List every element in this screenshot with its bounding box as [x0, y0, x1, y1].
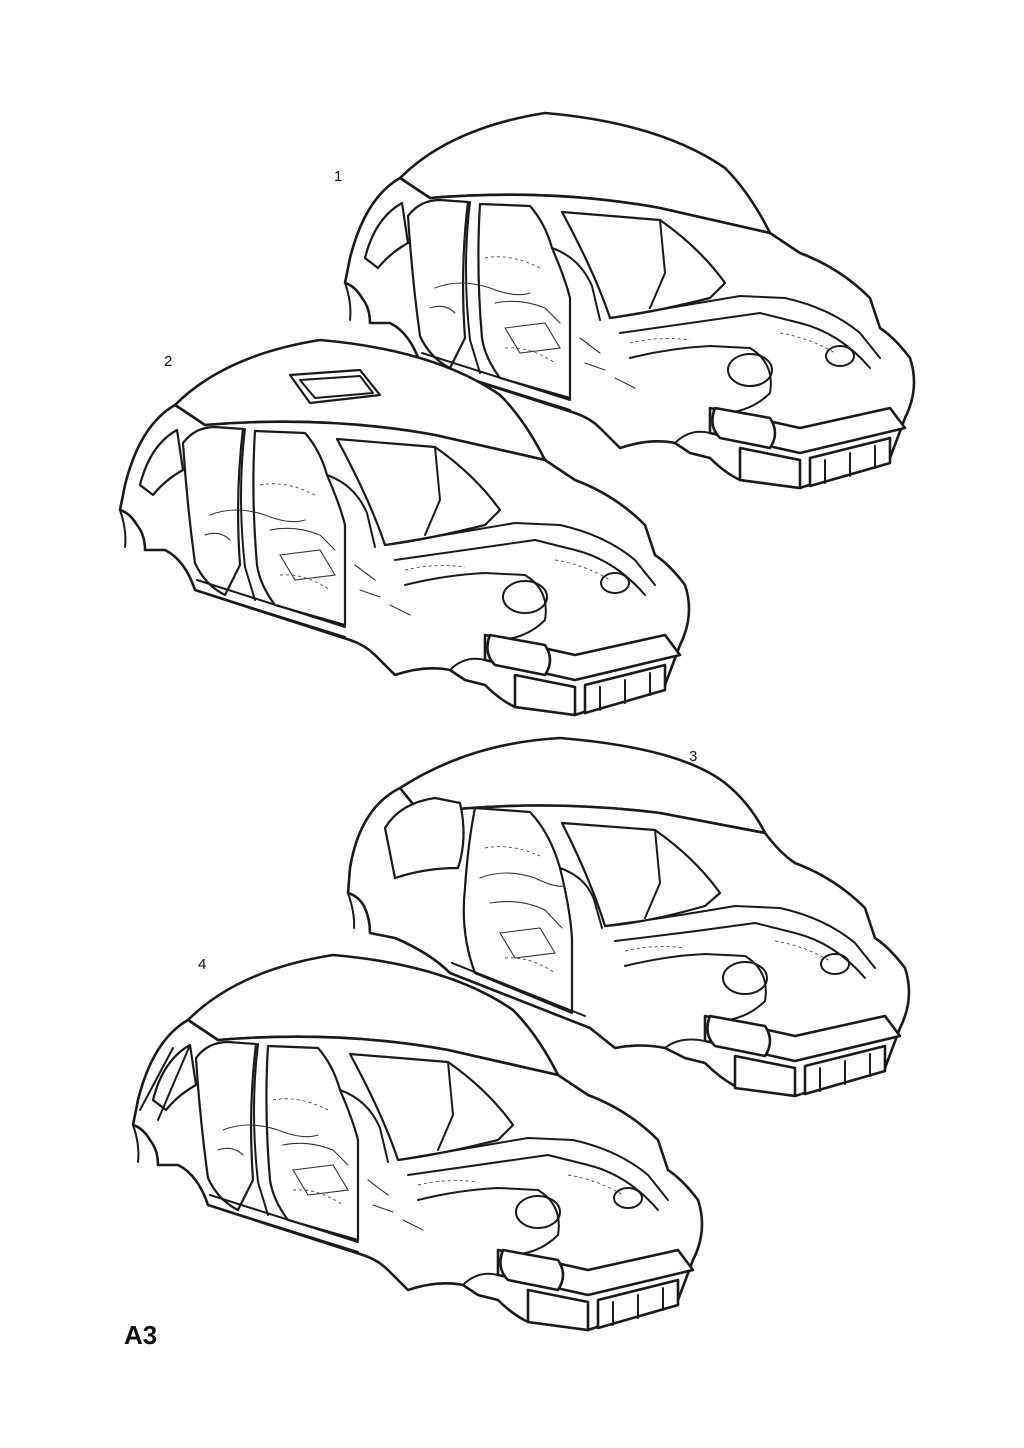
- callout-4: 4: [198, 956, 207, 973]
- page-code-label: A3: [124, 1320, 158, 1350]
- body-shell-2: [118, 338, 691, 717]
- callout-1: 1: [334, 168, 343, 185]
- long-roof-extension: [139, 1044, 191, 1121]
- callout-3: 3: [689, 748, 698, 765]
- callout-2: 2: [164, 353, 173, 370]
- body-shell-4: [131, 953, 704, 1332]
